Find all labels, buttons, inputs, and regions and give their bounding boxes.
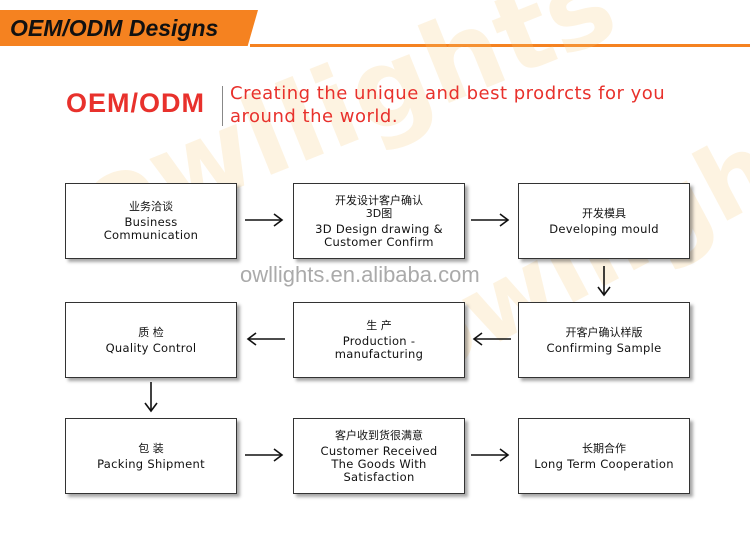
step-en: Long Term Cooperation	[534, 456, 674, 471]
step-cn: 包 装	[138, 441, 164, 455]
step-long-term-cooperation: 长期合作 Long Term Cooperation	[518, 418, 690, 494]
site-watermark: owllights.en.alibaba.com	[240, 262, 480, 287]
header-rule	[250, 44, 750, 47]
page-title: OEM/ODM Designs	[10, 15, 219, 41]
step-business-communication: 业务洽谈 Business Communication	[65, 183, 237, 259]
step-en: Customer Received The Goods With Satisfa…	[320, 443, 438, 484]
step-en: Business Communication	[103, 215, 199, 242]
step-en: 3D Design drawing & Customer Confirm	[315, 221, 443, 249]
arrow-left-icon	[472, 332, 511, 346]
step-cn: 开发设计客户确认3D图	[335, 193, 423, 220]
arrow-down-icon	[597, 266, 611, 297]
hero-brand: OEM/ODM	[66, 88, 205, 118]
step-en: Confirming Sample	[546, 340, 662, 355]
arrow-right-icon	[471, 448, 510, 462]
arrow-down-icon	[144, 382, 158, 413]
step-en: Production -manufacturing	[334, 334, 424, 361]
step-3d-design: 开发设计客户确认3D图 3D Design drawing & Customer…	[293, 183, 465, 259]
step-en: Developing mould	[549, 221, 659, 236]
step-en: Packing Shipment	[97, 456, 205, 471]
step-cn: 客户收到货很满意	[335, 428, 423, 442]
step-quality-control: 质 检 Quality Control	[65, 302, 237, 378]
hero-tagline: Creating the unique and best prodrcts fo…	[230, 83, 666, 127]
header-tab	[0, 10, 258, 46]
arrow-right-icon	[245, 448, 284, 462]
hero-divider	[222, 86, 223, 126]
step-packing-shipment: 包 装 Packing Shipment	[65, 418, 237, 494]
step-cn: 长期合作	[582, 441, 626, 455]
step-customer-satisfaction: 客户收到货很满意 Customer Received The Goods Wit…	[293, 418, 465, 494]
step-production: 生 产 Production -manufacturing	[293, 302, 465, 378]
step-confirming-sample: 开客户确认样版 Confirming Sample	[518, 302, 690, 378]
arrow-right-icon	[245, 213, 284, 227]
arrow-left-icon	[246, 332, 285, 346]
step-en: Quality Control	[105, 340, 197, 355]
step-developing-mould: 开发模具 Developing mould	[518, 183, 690, 259]
step-cn: 业务洽谈	[129, 200, 173, 213]
step-cn: 生 产	[366, 319, 392, 332]
step-cn: 开发模具	[582, 206, 626, 220]
step-cn: 开客户确认样版	[565, 325, 643, 339]
arrow-right-icon	[471, 213, 510, 227]
step-cn: 质 检	[138, 325, 164, 339]
